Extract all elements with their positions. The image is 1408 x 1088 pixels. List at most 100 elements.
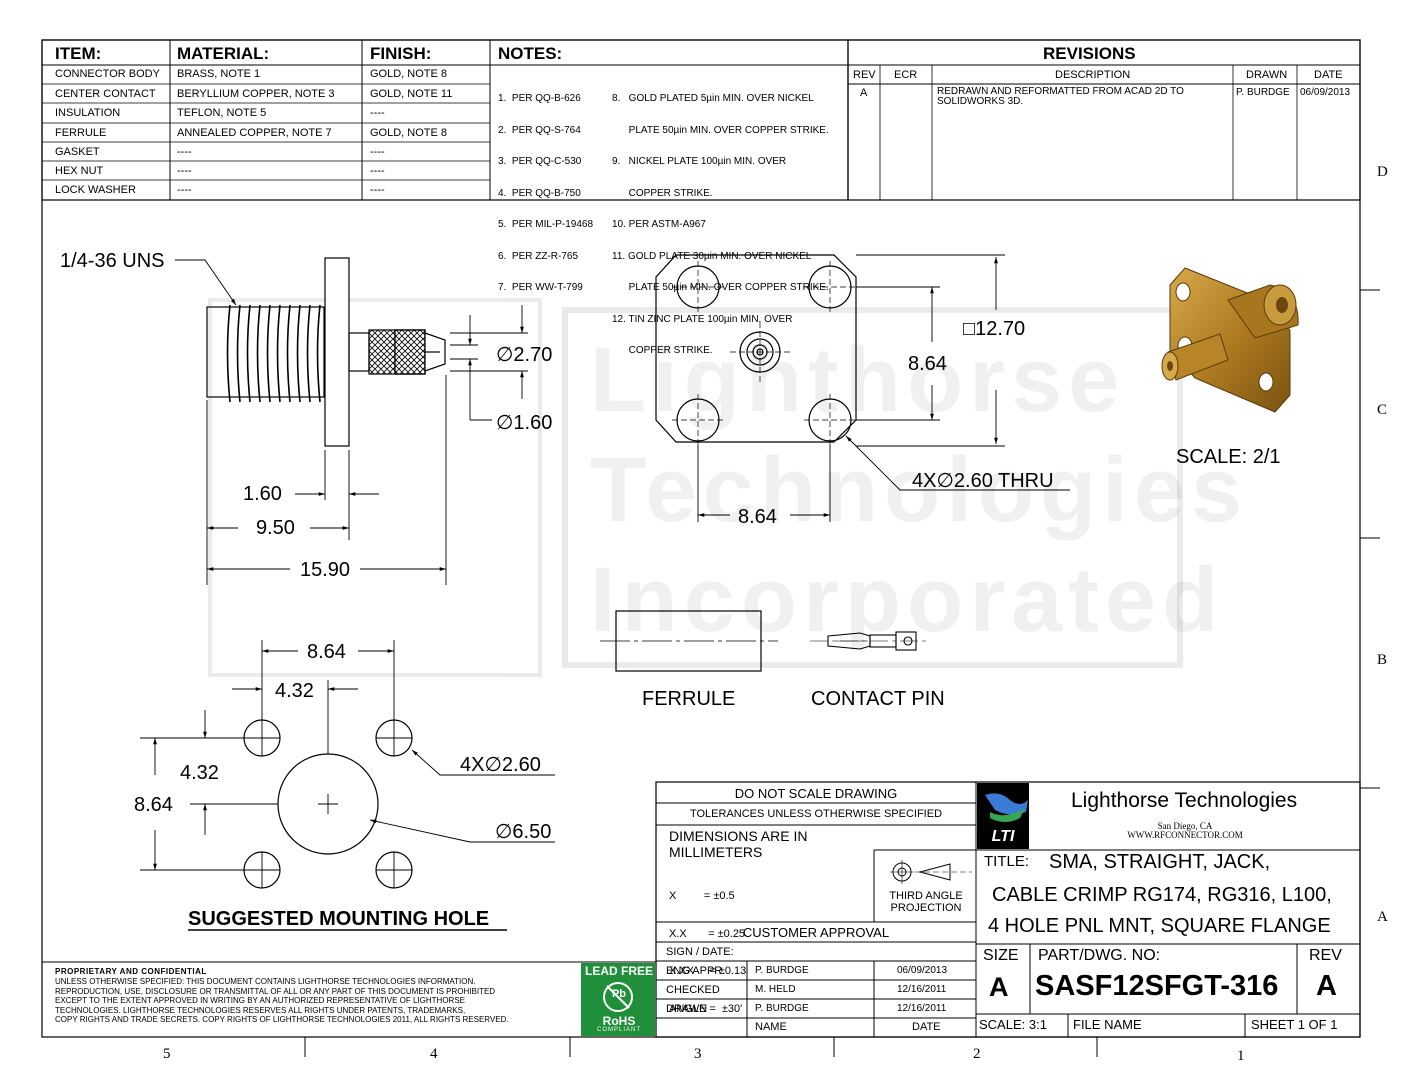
- note-line: 2. PER QQ-S-764: [498, 124, 581, 136]
- approval-date: 12/16/2011: [897, 1003, 947, 1014]
- thread-label: 1/4-36 UNS: [60, 250, 165, 272]
- title-line-1: SMA, STRAIGHT, JACK,: [1049, 851, 1271, 873]
- projection-line: THIRD ANGLE: [889, 890, 963, 902]
- rev-value: A: [1316, 970, 1337, 1002]
- front-view-dims: [697, 254, 1070, 522]
- watermark-line: Technologies: [590, 439, 1249, 541]
- note-line: 7. PER WW-T-799: [498, 282, 583, 293]
- note-line: PLATE 50µin MIN. OVER COPPER STRIKE.: [612, 282, 829, 293]
- rev-header-date: DATE: [1314, 69, 1343, 81]
- bom-finish: ----: [370, 165, 385, 177]
- do-not-scale: DO NOT SCALE DRAWING: [734, 786, 898, 801]
- ferrule-drawing: [600, 610, 778, 672]
- bom-material: BERYLLIUM COPPER, NOTE 3: [177, 88, 335, 100]
- lti-logo-graphic: [977, 783, 1029, 849]
- scale-label: SCALE: 3:1: [979, 1017, 1047, 1032]
- date-header: DATE: [912, 1021, 941, 1033]
- side-view-drawing: [206, 257, 446, 447]
- title-line-2: CABLE CRIMP RG174, RG316, L100,: [992, 884, 1332, 906]
- company-address: San Diego, CA WWW.RFCONNECTOR.COM: [1100, 822, 1270, 840]
- title-line-3: 4 HOLE PNL MNT, SQUARE FLANGE: [988, 915, 1331, 937]
- bom-finish: ----: [370, 107, 385, 119]
- rev-row-date: 06/09/2013: [1300, 87, 1351, 98]
- bom-header-finish: FINISH:: [370, 44, 432, 63]
- title-label: TITLE:: [984, 853, 1030, 870]
- zone-5: 5: [163, 1046, 171, 1062]
- zone-4: 4: [430, 1046, 438, 1062]
- bom-item: FERRULE: [55, 127, 107, 139]
- approval-role: ENG APPR.: [666, 965, 726, 977]
- bom-finish: GOLD, NOTE 8: [370, 68, 448, 80]
- rev-row-drawn: P. BURDGE: [1236, 87, 1290, 98]
- dim-square-12-70: □12.70: [963, 318, 1026, 340]
- name-header: NAME: [755, 1021, 787, 1033]
- bom-finish: GOLD, NOTE 11: [370, 88, 453, 100]
- dim-8-64-vertical: 8.64: [908, 353, 947, 375]
- sheet-label: SHEET 1 OF 1: [1251, 1017, 1338, 1032]
- dim-9-50: 9.50: [256, 517, 295, 539]
- rev-header-ecr: ECR: [894, 69, 918, 81]
- proprietary-line: COPY RIGHTS AND TRADE SECRETS. COPY RIGH…: [55, 1015, 509, 1024]
- bom-material: BRASS, NOTE 1: [177, 68, 261, 80]
- pb-label: Pb: [611, 988, 627, 1000]
- contact-pin-drawing: [810, 631, 930, 651]
- lead-free-label: LEAD FREE: [584, 964, 653, 978]
- revisions-title: REVISIONS: [1043, 44, 1136, 63]
- lti-logo: LTI: [991, 828, 1015, 845]
- mount-dim-center: ∅6.50: [495, 821, 552, 843]
- dim-holes-thru: 4X∅2.60 THRU: [912, 470, 1054, 492]
- bom-item: INSULATION: [55, 107, 121, 119]
- dimensions-units: DIMENSIONS ARE IN MILLIMETERS: [669, 828, 807, 860]
- tol-line: X = ±0.5: [669, 890, 735, 902]
- proprietary-line: EXCEPT TO THE EXTENT APPROVED IN WRITING…: [55, 996, 466, 1005]
- bom-material: ----: [177, 165, 192, 177]
- rohs-compliant-label: COMPLIANT: [596, 1027, 641, 1033]
- sign-date: SIGN / DATE:: [666, 946, 734, 958]
- notes-right: 8. GOLD PLATED 5µin MIN. OVER NICKEL PLA…: [612, 73, 829, 367]
- tol-line: ANGLE = ±30': [669, 1002, 743, 1015]
- note-line: 11. GOLD PLATE 30µin MIN. OVER NICKEL: [612, 250, 812, 262]
- watermark-line: Lighthorse: [590, 329, 1126, 431]
- note-line: 8. GOLD PLATED 5µin MIN. OVER NICKEL: [612, 93, 814, 104]
- rev-header-rev: REV: [853, 69, 876, 81]
- bom-header-notes: NOTES:: [498, 44, 563, 63]
- proprietary-line: REPRODUCTION, USE, DISCLOSURE OR TRANSMI…: [55, 986, 496, 996]
- rev-header-drawn: DRAWN: [1246, 69, 1288, 81]
- mounting-hole-dims: [140, 640, 555, 871]
- bom-header-material: MATERIAL:: [177, 44, 270, 63]
- approval-date: 06/09/2013: [897, 965, 948, 976]
- proprietary-body: UNLESS OTHERWISE SPECIFIED: THIS DOCUMEN…: [55, 977, 509, 1025]
- title-block-lines: [655, 781, 1361, 1038]
- note-line: 3. PER QQ-C-530: [498, 156, 582, 167]
- tolerance-values: X = ±0.5 X.X = ±0.25 X.XX = ±0.13 ANGLE …: [669, 865, 746, 1028]
- tolerances-label: TOLERANCES UNLESS OTHERWISE SPECIFIED: [689, 808, 943, 820]
- bom-item: HEX NUT: [55, 165, 104, 177]
- rev-header-description: DESCRIPTION: [1055, 69, 1131, 81]
- zone-d: D: [1377, 164, 1388, 180]
- part-no-label: PART/DWG. NO:: [1038, 947, 1161, 964]
- dim-15-90: 15.90: [300, 559, 351, 581]
- projection-label: THIRD ANGLE PROJECTION: [876, 890, 976, 914]
- zone-2: 2: [973, 1046, 981, 1062]
- bom-item: GASKET: [55, 146, 100, 158]
- tol-line: X.X = ±0.25: [669, 927, 746, 940]
- rohs-label: RoHS: [602, 1014, 636, 1028]
- bom-finish: ----: [370, 184, 385, 196]
- notes-left: 1. PER QQ-B-626 2. PER QQ-S-764 3. PER Q…: [498, 73, 593, 304]
- rohs-badge-graphic: [581, 963, 655, 1036]
- bom-finish: ----: [370, 146, 385, 158]
- note-line: COPPER STRIKE.: [612, 345, 713, 356]
- rev-description-line: REDRAWN AND REFORMATTED FROM ACAD 2D TO: [937, 86, 1184, 97]
- watermark-text: Lighthorse Technologies Incorporated: [590, 325, 1248, 655]
- bom-finish: GOLD, NOTE 8: [370, 127, 448, 139]
- rev-description-line: SOLIDWORKS 3D.: [937, 96, 1024, 107]
- company-city: San Diego, CA: [1157, 821, 1213, 831]
- bom-material: ANNEALED COPPER, NOTE 7: [177, 127, 332, 139]
- note-line: 10. PER ASTM-A967: [612, 219, 706, 230]
- note-line: PLATE 50µin MIN. OVER COPPER STRIKE.: [612, 124, 829, 136]
- dims-line: DIMENSIONS ARE IN: [669, 828, 808, 844]
- rev-row-rev: A: [860, 87, 868, 99]
- approval-name: M. HELD: [755, 984, 796, 995]
- size-label: SIZE: [983, 947, 1019, 964]
